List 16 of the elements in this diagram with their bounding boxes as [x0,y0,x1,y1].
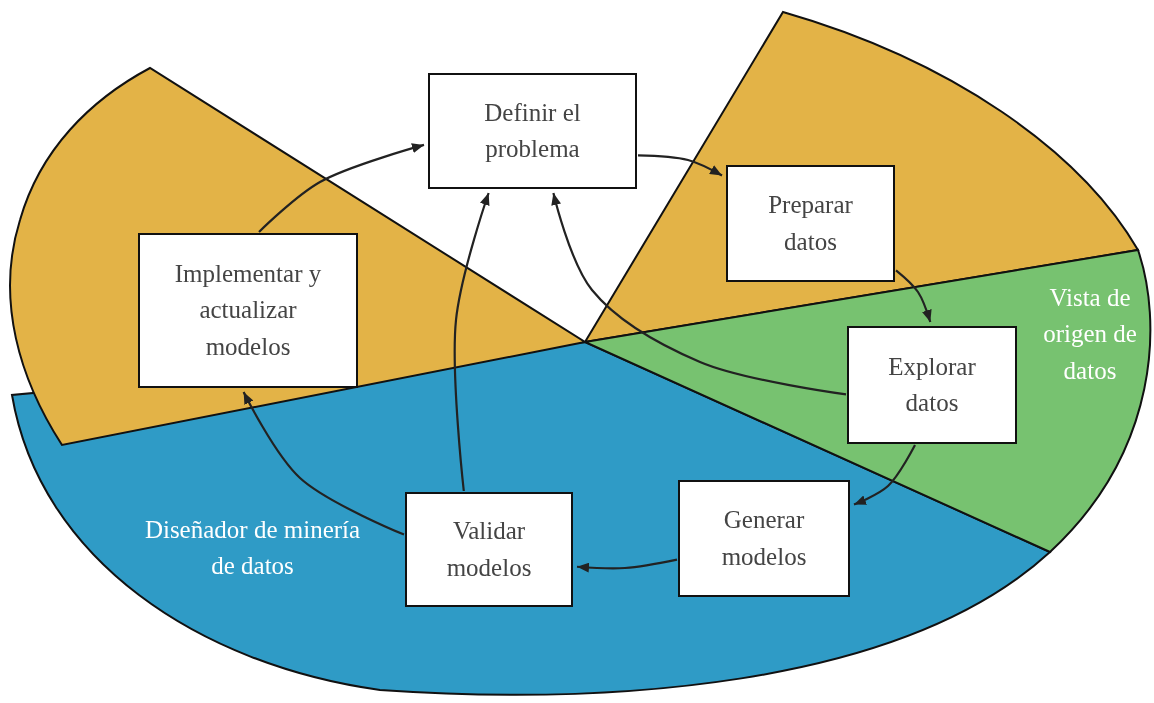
arrow [242,391,405,536]
process-box: Definir el problema [428,73,637,189]
region-label: Diseñador de minería de datos [143,515,362,582]
process-box: Generar modelos [678,480,850,597]
process-box: Explorar datos [847,326,1017,444]
process-box: Validar modelos [405,492,573,607]
arrow [895,269,932,323]
region-label: Vista de origen de datos [1042,283,1138,386]
arrow [637,154,723,177]
arrow [576,558,678,573]
arrow [853,444,916,506]
arrow [551,192,847,396]
process-box: Preparar datos [726,165,895,282]
arrow [453,192,490,492]
process-box: Implementar y actualizar modelos [138,233,358,388]
arrow [258,143,425,233]
